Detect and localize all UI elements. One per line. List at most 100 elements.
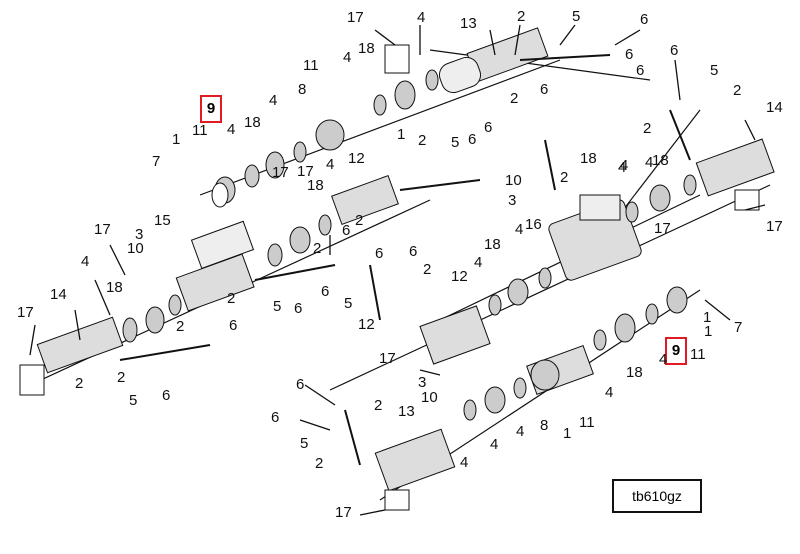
callout-label: 15	[154, 212, 171, 229]
manifold-lower	[374, 305, 594, 511]
callout-label: 2	[510, 90, 519, 107]
callout-label: 17	[335, 504, 352, 521]
callout-label: 2	[374, 397, 383, 414]
callout-label: 4	[490, 436, 499, 453]
callout-label: 2	[315, 455, 324, 472]
callout-label: 13	[460, 15, 477, 32]
callout-label: 4	[618, 159, 627, 176]
callout-label: 18	[484, 236, 501, 253]
callout-label: 2	[176, 318, 185, 335]
callout-label: 17	[654, 220, 671, 237]
callout-label: 16	[525, 216, 542, 233]
callout-label: 10	[505, 172, 522, 189]
highlighted-callout-9-top: 9	[200, 95, 222, 123]
figure-code-box: tb610gz	[612, 479, 702, 513]
callout-label: 8	[540, 417, 549, 434]
callout-label: 6	[409, 243, 418, 260]
callout-label: 6	[640, 11, 649, 28]
callout-label: 2	[517, 8, 526, 25]
callout-label: 11	[303, 57, 319, 74]
callout-label: 5	[300, 435, 309, 452]
callout-label: 10	[127, 240, 144, 257]
callout-label: 10	[421, 389, 438, 406]
callout-label: 1	[397, 126, 406, 143]
manifold-right	[695, 138, 775, 211]
callout-label: 12	[358, 316, 375, 333]
callout-label: 2	[355, 212, 364, 229]
callout-label: 6	[540, 81, 549, 98]
callout-label: 4	[81, 253, 90, 270]
callout-label: 18	[106, 279, 123, 296]
callout-label: 2	[75, 375, 84, 392]
axis-line-right	[329, 184, 771, 391]
callout-label: 14	[766, 99, 783, 116]
axis-line-top	[199, 59, 561, 196]
callout-label: 5	[572, 8, 581, 25]
ring-parts	[122, 69, 697, 421]
callout-label: 4	[516, 423, 525, 440]
callout-label: 18	[358, 40, 375, 57]
callout-label: 8	[298, 81, 307, 98]
callout-label: 2	[418, 132, 427, 149]
callout-label: 17	[766, 218, 783, 235]
callout-label: 1	[703, 309, 712, 326]
leader-arrows	[29, 24, 766, 516]
callout-label: 6	[468, 131, 477, 148]
callout-label: 4	[460, 454, 469, 471]
callout-label: 5	[344, 295, 353, 312]
callout-label: 17	[379, 350, 396, 367]
callout-label: 6	[321, 283, 330, 300]
callout-label: 13	[398, 403, 415, 420]
callout-label: 4	[515, 221, 524, 238]
highlighted-callout-9-right: 9	[665, 337, 687, 365]
callout-label: 7	[152, 153, 161, 170]
callout-label: 1	[172, 131, 181, 148]
manifold-center	[331, 175, 642, 281]
callout-label: 6	[229, 317, 238, 334]
callout-label: 2	[423, 261, 432, 278]
callout-label: 6	[670, 42, 679, 59]
callout-label: 6	[296, 376, 305, 393]
callout-label: 4	[645, 154, 654, 171]
callout-label: 17	[94, 221, 111, 238]
callout-label: 2	[227, 290, 236, 307]
callout-label: 7	[734, 319, 743, 336]
callout-label: 2	[560, 169, 569, 186]
callout-label: 3	[135, 226, 144, 243]
manifold-upper	[175, 220, 255, 312]
callout-label: 1	[563, 425, 572, 442]
callout-label: 11	[690, 346, 706, 363]
bolt-sets	[119, 54, 691, 466]
callout-label: 3	[508, 192, 517, 209]
callout-label: 18	[244, 114, 261, 131]
callout-label: 18	[626, 364, 643, 381]
callout-label: 6	[271, 409, 280, 426]
callout-label: 3	[418, 374, 427, 391]
callout-label: 18	[652, 152, 669, 169]
callout-label: 6	[162, 387, 171, 404]
callout-label: 4	[605, 384, 614, 401]
callout-label: 2	[313, 240, 322, 257]
callout-label: 17	[297, 163, 314, 180]
callout-label: 2	[643, 120, 652, 137]
callout-label: 6	[484, 119, 493, 136]
callout-label: 1	[704, 323, 713, 340]
callout-label: 17	[17, 304, 34, 321]
callout-label: 18	[307, 177, 324, 194]
callout-label: 5	[129, 392, 138, 409]
callout-label: 2	[733, 82, 742, 99]
callout-label: 12	[451, 268, 468, 285]
callout-label: 4	[326, 156, 335, 173]
callout-label: 4	[474, 254, 483, 271]
callout-label: 4	[659, 351, 668, 368]
manifold-left	[19, 316, 124, 396]
callout-label: 6	[342, 222, 351, 239]
callout-label: 4	[269, 92, 278, 109]
callout-label: 11	[579, 414, 595, 431]
callout-label: 6	[375, 245, 384, 262]
callout-label: 5	[451, 134, 460, 151]
callout-label: 4	[343, 49, 352, 66]
manifold-top	[384, 27, 549, 94]
